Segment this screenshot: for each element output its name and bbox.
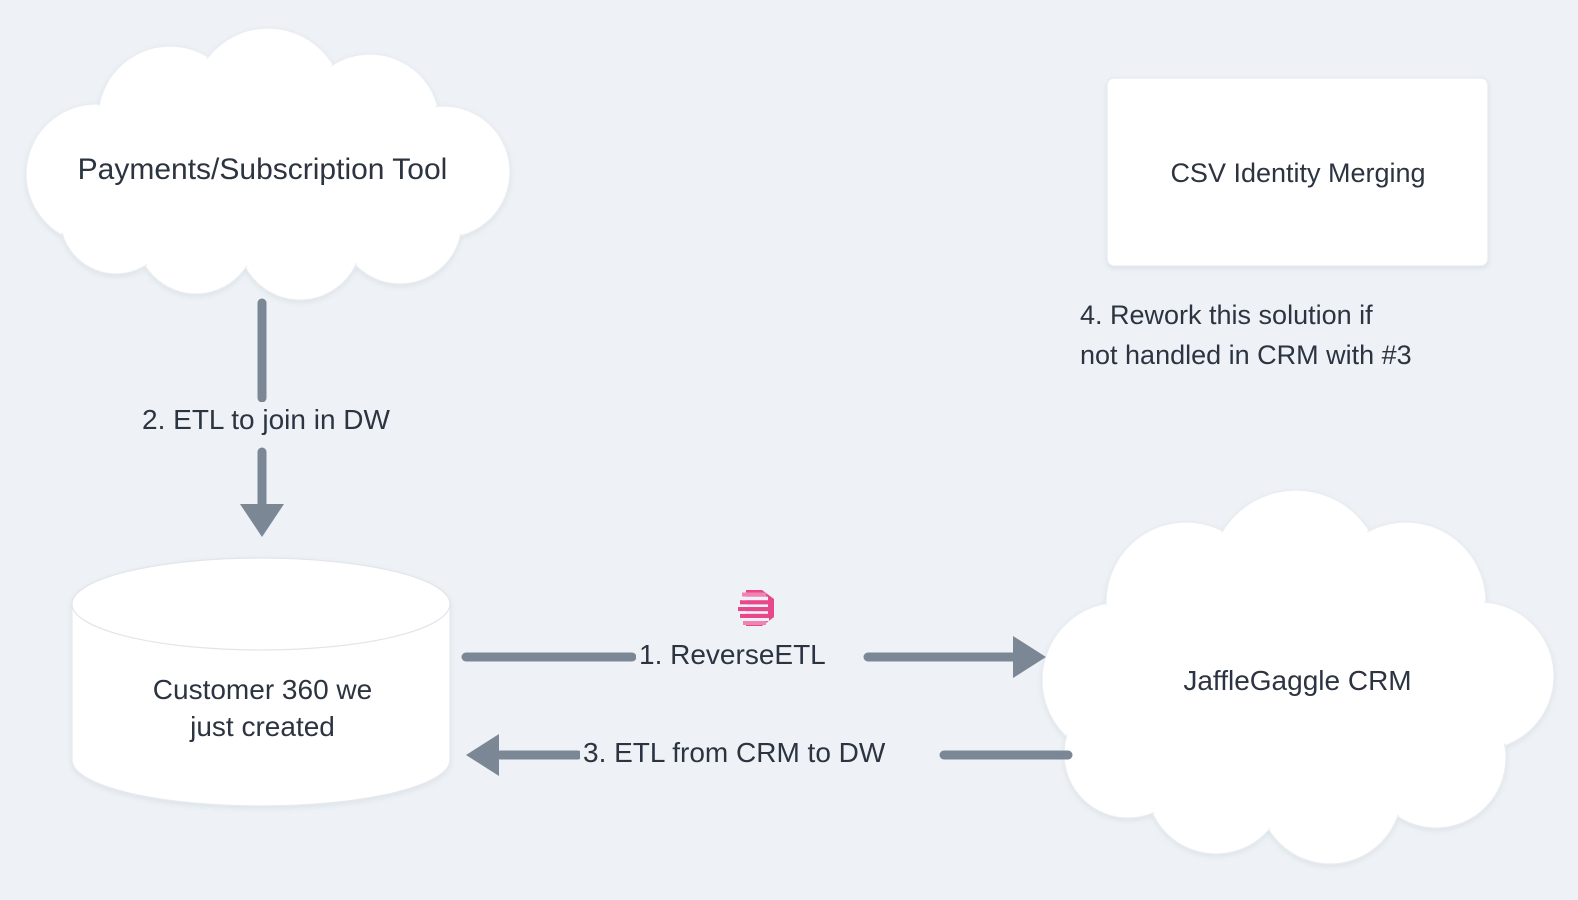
edge-etl-from-crm[interactable] bbox=[466, 734, 1073, 776]
node-jafflegaggle-crm[interactable] bbox=[1041, 489, 1555, 865]
node-csv-identity-merging[interactable] bbox=[1106, 77, 1489, 267]
edge-reverse-etl[interactable] bbox=[461, 636, 1046, 678]
edge-etl-join[interactable] bbox=[240, 298, 284, 537]
note-rework-text: 4. Rework this solution if not handled i… bbox=[1080, 300, 1412, 370]
edge-reverse-etl-label: 1. ReverseETL bbox=[636, 637, 829, 672]
node-customer-360-warehouse[interactable] bbox=[71, 557, 451, 807]
dbt-logo-icon bbox=[738, 590, 774, 626]
node-payments-tool[interactable] bbox=[25, 27, 511, 301]
edge-etl-from-crm-label: 3. ETL from CRM to DW bbox=[580, 735, 889, 770]
edge-etl-join-label: 2. ETL to join in DW bbox=[106, 402, 426, 437]
